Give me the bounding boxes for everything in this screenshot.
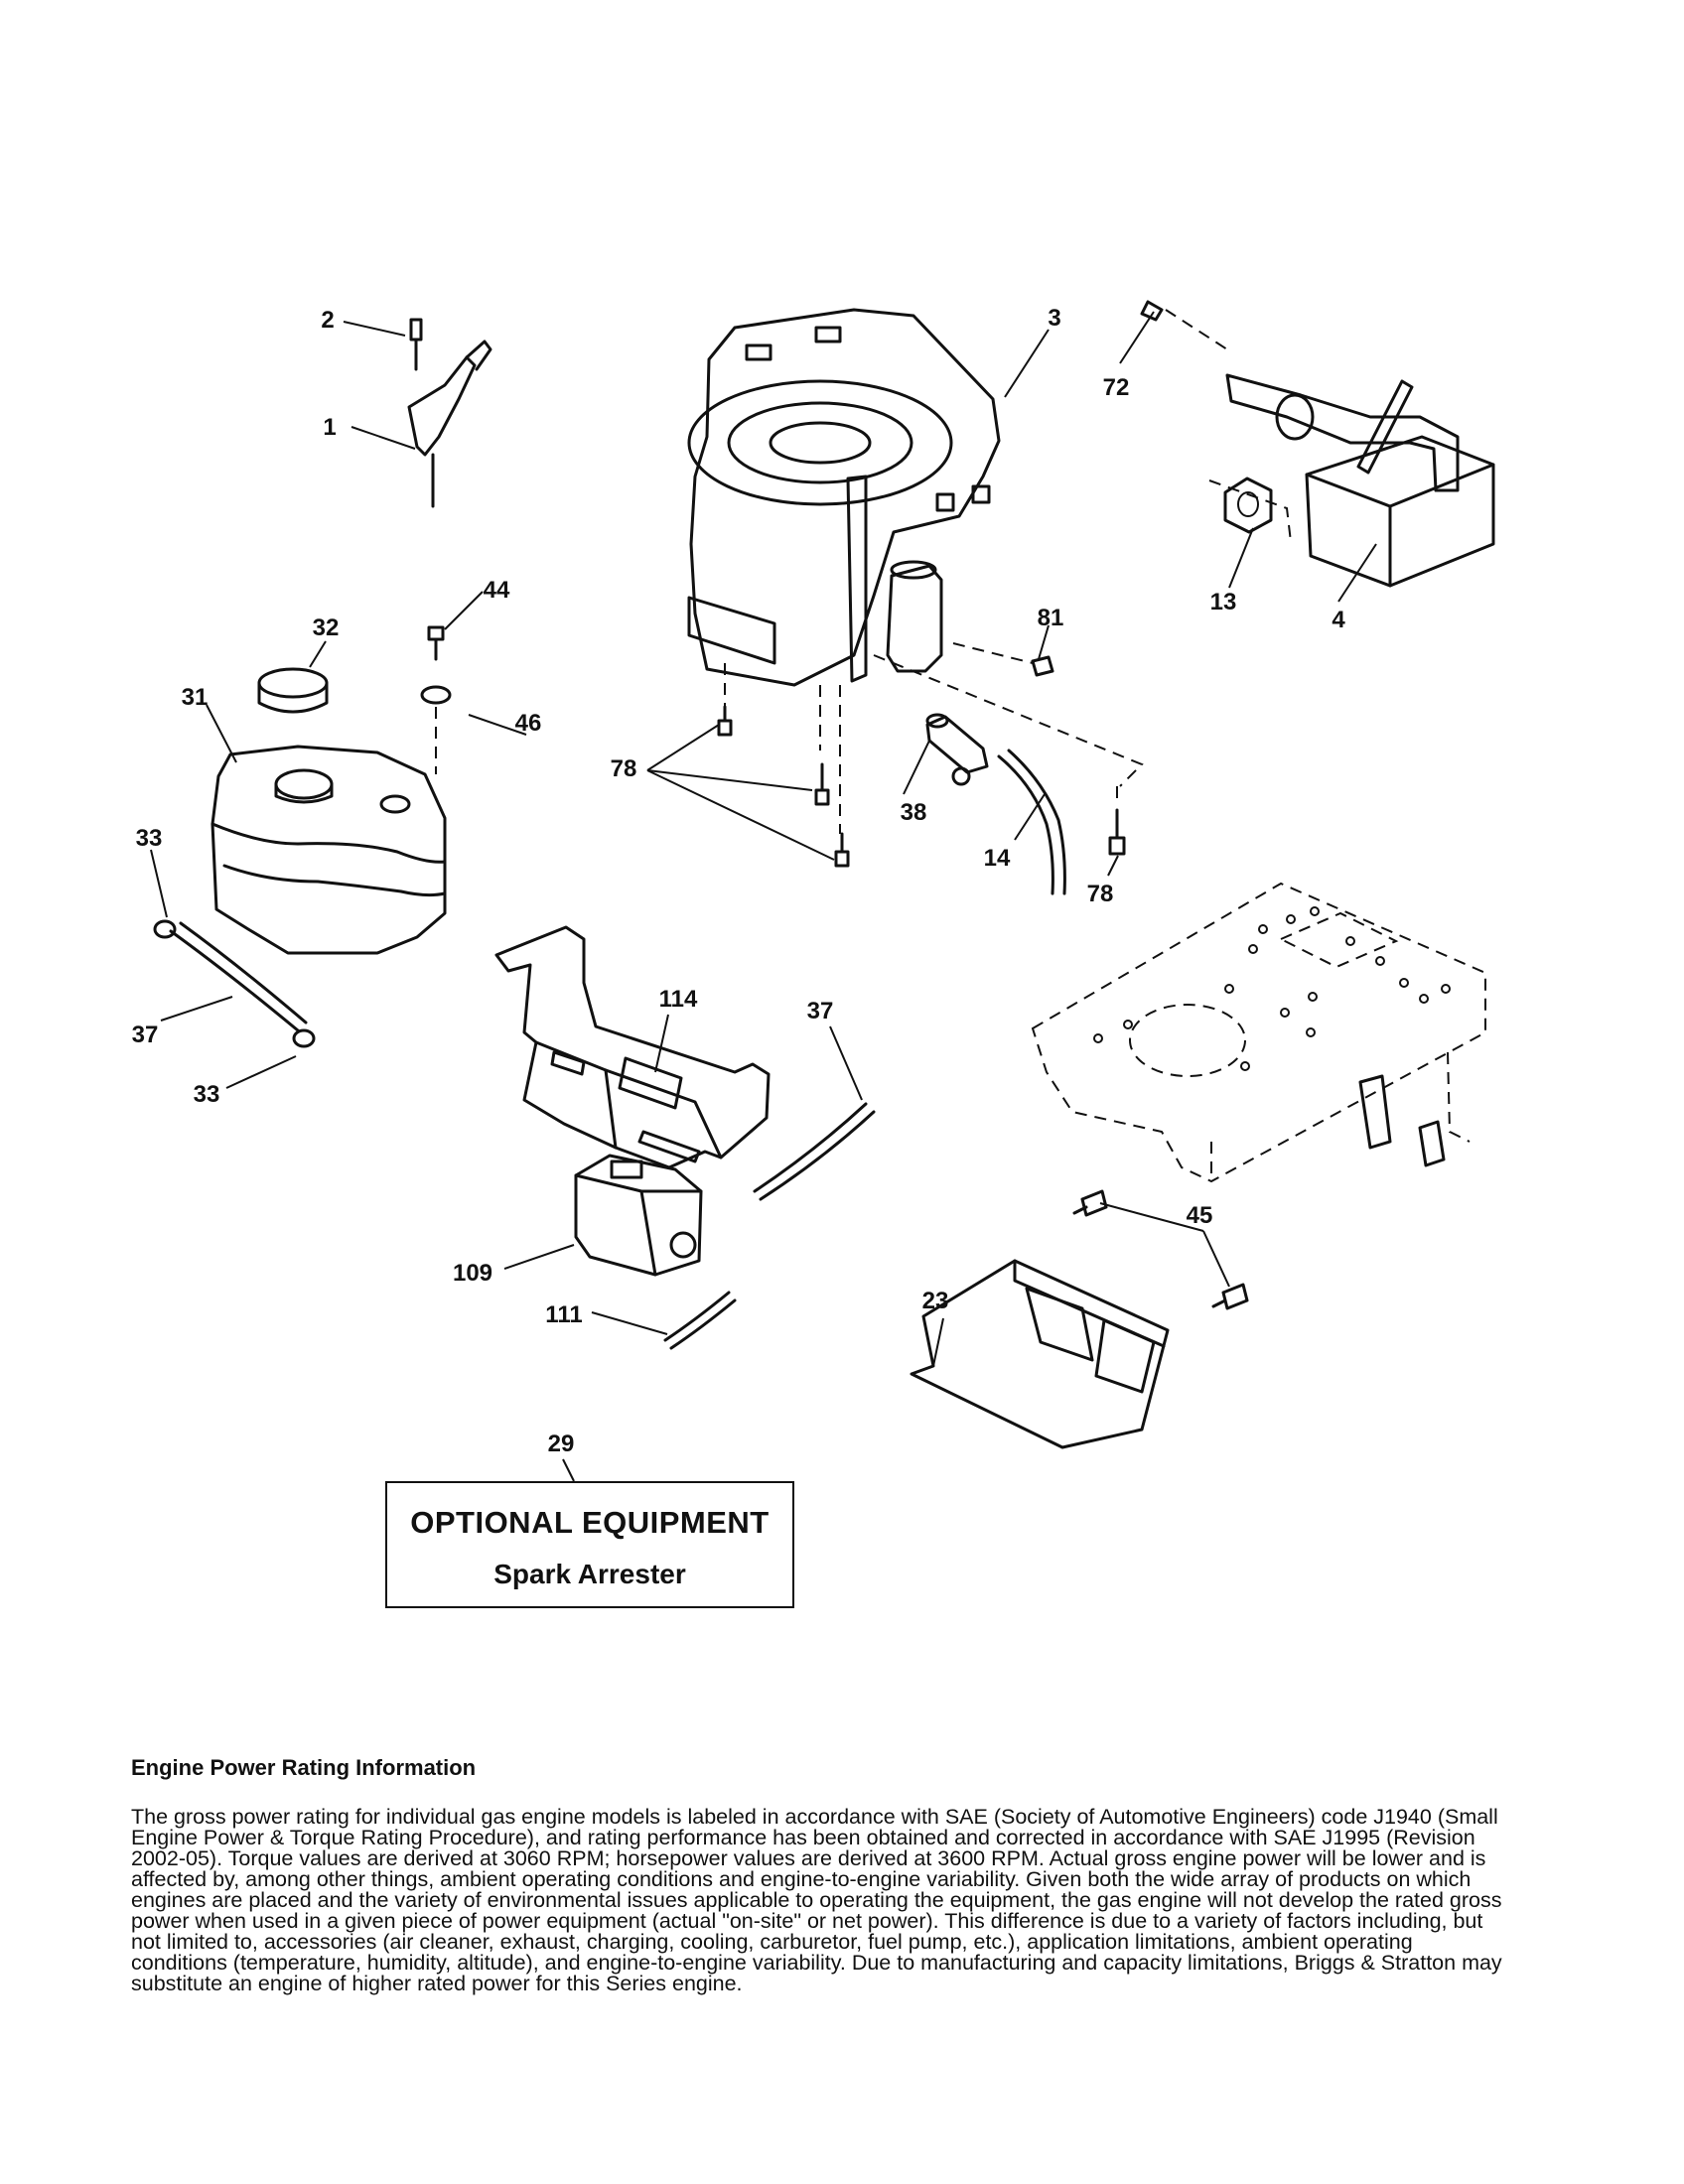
info-paragraph: The gross power rating for individual ga… <box>131 1805 1502 1995</box>
callout-2: 2 <box>321 307 334 334</box>
callout-29: 29 <box>548 1431 575 1457</box>
callout-46: 46 <box>515 710 542 737</box>
callout-45: 45 <box>1187 1202 1213 1229</box>
callout-3: 3 <box>1048 305 1060 332</box>
callout-109: 109 <box>453 1260 492 1287</box>
callout-4: 4 <box>1332 607 1345 633</box>
callout-37-left: 37 <box>132 1022 159 1048</box>
engine-mount-plate-part <box>1031 882 1486 1183</box>
vent-hose-part <box>753 1102 876 1201</box>
fuel-tank-part <box>210 667 447 955</box>
short-hose-part <box>663 1291 737 1350</box>
callout-72: 72 <box>1103 374 1130 401</box>
info-heading: Engine Power Rating Information <box>131 1755 477 1780</box>
callout-1: 1 <box>323 414 336 441</box>
callout-13: 13 <box>1210 589 1237 615</box>
fuel-line-part <box>153 919 316 1048</box>
callout-31: 31 <box>182 684 209 711</box>
callout-38: 38 <box>901 799 927 826</box>
heat-shield-part <box>910 1189 1249 1449</box>
callout-labels: 1 2 3 72 13 4 44 32 31 46 33 37 33 78 81… <box>132 305 1346 1457</box>
callout-81: 81 <box>1038 605 1064 631</box>
canister-bracket-part <box>494 925 771 1169</box>
charcoal-canister-part <box>574 1154 703 1277</box>
callout-33-bottom: 33 <box>194 1081 220 1108</box>
callout-23: 23 <box>922 1288 949 1314</box>
callout-37-right: 37 <box>807 998 834 1024</box>
callout-114: 114 <box>659 986 698 1013</box>
callout-111: 111 <box>545 1301 582 1328</box>
callout-14: 14 <box>984 845 1011 872</box>
engine-part <box>687 308 1001 834</box>
optional-equipment-item: Spark Arrester <box>493 1559 686 1589</box>
engine-bolts-part <box>717 705 1126 868</box>
bolt-washer-part <box>420 625 452 774</box>
muffler-part <box>1140 300 1495 588</box>
callout-44: 44 <box>484 577 510 604</box>
leader-lines <box>150 311 1377 1482</box>
callout-78-left: 78 <box>611 755 637 782</box>
optional-equipment-title: OPTIONAL EQUIPMENT <box>410 1505 770 1540</box>
callout-78-right: 78 <box>1087 881 1114 907</box>
throttle-control-part <box>407 318 492 508</box>
optional-equipment-box: OPTIONAL EQUIPMENT Spark Arrester <box>385 1481 794 1608</box>
callout-32: 32 <box>313 614 340 641</box>
callout-33-top: 33 <box>136 825 163 852</box>
